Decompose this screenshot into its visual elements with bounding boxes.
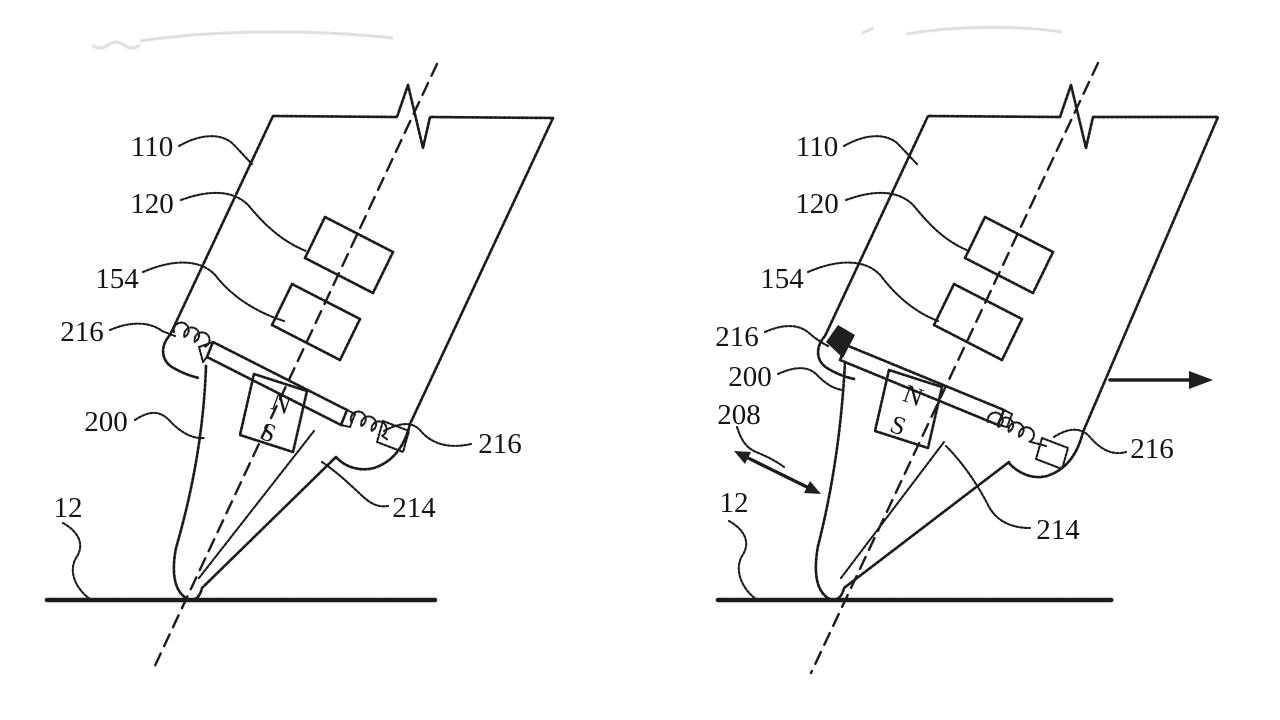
ref-label-208: 208 <box>717 399 761 431</box>
ref-label-120: 120 <box>795 188 839 220</box>
leader-208 <box>735 425 786 469</box>
leader-216-left <box>108 322 177 338</box>
leader-216-right <box>382 423 473 447</box>
compressed-spring-blob <box>826 325 855 358</box>
tilt-arrow-shaft <box>744 455 811 490</box>
ghost-smudge <box>139 30 394 43</box>
leader-214 <box>944 444 1032 530</box>
ref-label-200: 200 <box>84 406 128 438</box>
plate-left-flange <box>197 340 215 364</box>
leader-216-right <box>1052 428 1128 455</box>
plate-right-step <box>339 408 357 429</box>
spring-right <box>349 410 390 442</box>
ref-label-216-left: 216 <box>715 321 759 353</box>
leader-120 <box>844 191 971 253</box>
ref-label-216-left: 216 <box>60 316 104 348</box>
tip-cone <box>172 364 338 602</box>
leader-12 <box>727 519 758 601</box>
magnet-south-label: S <box>886 409 910 441</box>
lateral-arrow-head <box>1189 371 1213 389</box>
magnet-north-label: N <box>899 379 927 413</box>
ref-label-216-right: 216 <box>478 428 522 460</box>
component-box-120 <box>303 215 395 295</box>
leader-154 <box>141 261 286 323</box>
spring-left <box>172 321 211 348</box>
stylus-body <box>816 83 1220 479</box>
ref-label-110: 110 <box>796 131 838 163</box>
figure-left: N S 110 120 154 216 200 12 216 214 <box>44 62 555 674</box>
ref-label-12: 12 <box>54 492 83 524</box>
leader-12 <box>61 521 92 601</box>
stylus-body <box>161 83 555 471</box>
tilt-arrow-head-upper <box>734 451 751 464</box>
magnet <box>238 372 309 454</box>
ref-label-154: 154 <box>760 263 804 295</box>
component-box-154 <box>932 282 1024 362</box>
leader-200 <box>133 411 206 440</box>
spring-mount-right <box>1034 436 1070 471</box>
leader-200 <box>776 367 845 392</box>
magnet <box>873 368 944 450</box>
ref-label-12: 12 <box>720 487 749 519</box>
ghost-smudge <box>91 40 141 50</box>
ref-label-200: 200 <box>728 361 772 393</box>
tilt-arrow-head-lower <box>804 481 821 494</box>
tip-inner-edge <box>839 440 946 580</box>
ref-label-216-right: 216 <box>1130 433 1174 465</box>
leader-110 <box>177 135 254 166</box>
center-axis <box>150 62 439 674</box>
ghost-smudge <box>861 26 875 35</box>
leader-120 <box>179 191 308 253</box>
magnet-north-label: N <box>267 387 295 421</box>
leader-216-left <box>763 325 830 348</box>
ref-label-120: 120 <box>130 188 174 220</box>
spring-right <box>986 411 1048 448</box>
tip-inner-edge <box>197 429 316 580</box>
component-box-154 <box>270 282 362 362</box>
ghost-smudge <box>905 25 1063 36</box>
ref-label-214: 214 <box>1036 514 1080 546</box>
leader-154 <box>806 261 940 323</box>
magnet-south-label: S <box>256 416 280 448</box>
center-axis <box>809 61 1100 675</box>
figure-right: N S 110 120 154 216 200 208 12 216 214 <box>715 61 1220 675</box>
ref-label-214: 214 <box>392 492 436 524</box>
ref-label-154: 154 <box>95 263 139 295</box>
component-box-120 <box>963 215 1055 295</box>
leader-214 <box>320 460 390 508</box>
ref-label-110: 110 <box>131 131 173 163</box>
plate-right-step <box>996 408 1014 429</box>
spring-mount-right <box>375 419 411 454</box>
leader-110 <box>842 135 919 166</box>
